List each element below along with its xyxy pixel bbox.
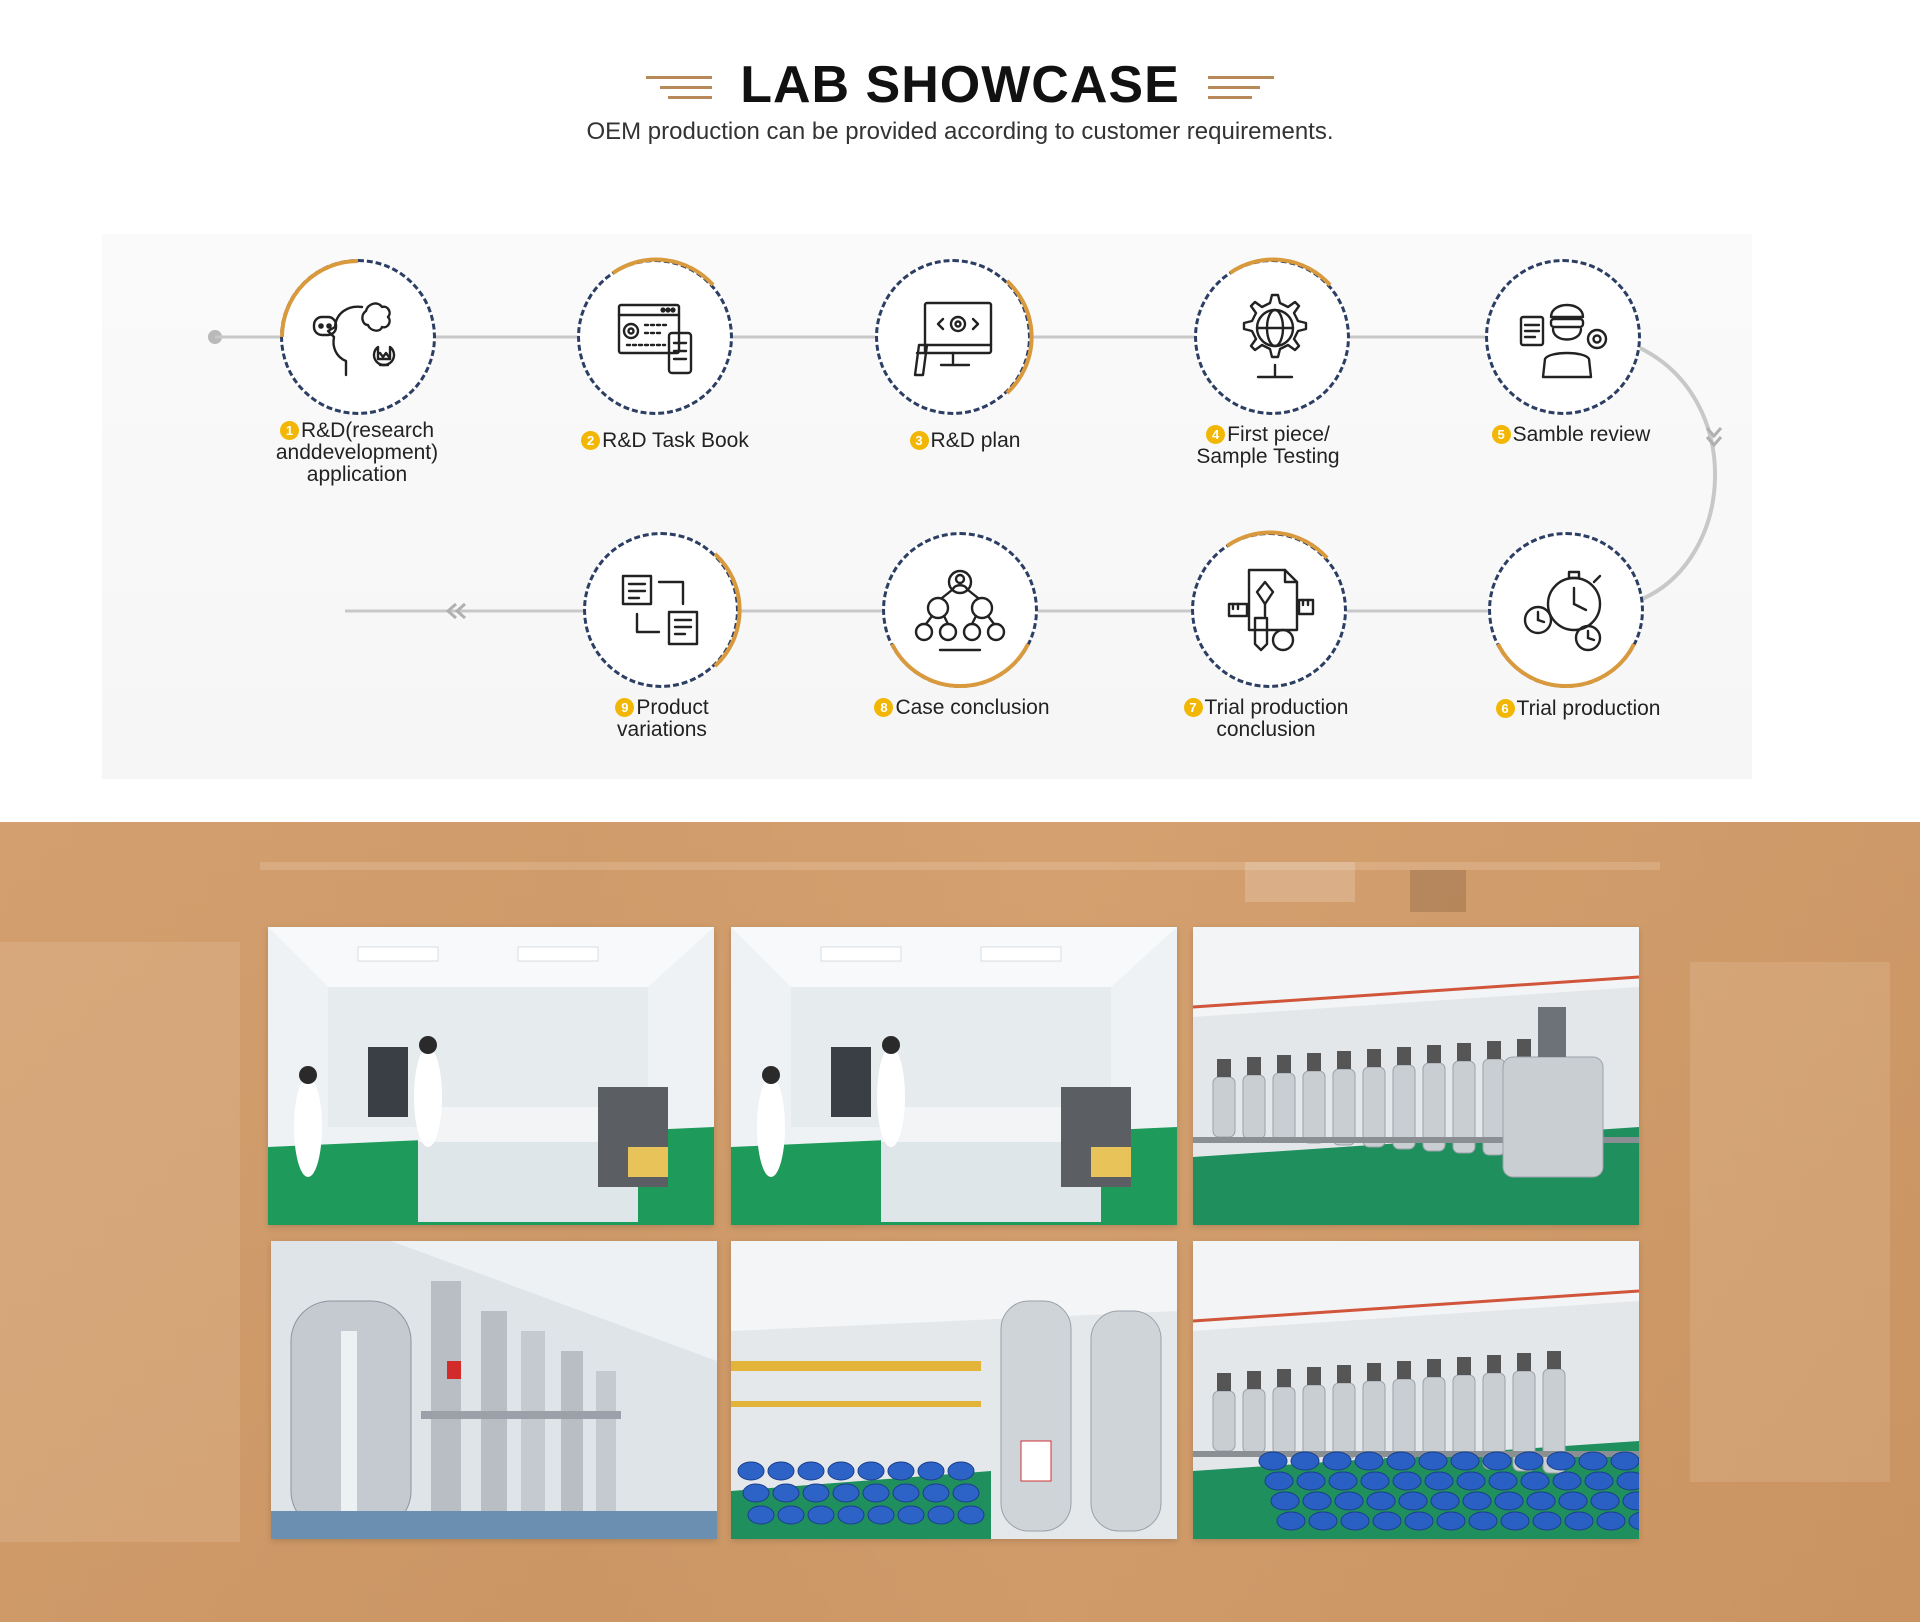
process-step-1 — [280, 259, 436, 415]
section-header: LAB SHOWCASE OEM production can be provi… — [0, 0, 1920, 170]
step-number-badge: 8 — [874, 698, 894, 717]
step-label-line: R&D(research — [300, 419, 435, 442]
step-label-line: R&D Task Book — [602, 429, 749, 452]
step-number-badge: 4 — [1206, 425, 1226, 444]
page-title: LAB SHOWCASE — [740, 56, 1180, 114]
step-label-line: Sample Testing — [1196, 445, 1340, 468]
globe-gear-icon — [1222, 287, 1322, 387]
process-step-2 — [577, 257, 733, 415]
step-label-line: Samble review — [1512, 423, 1651, 446]
dashed-ring — [583, 532, 739, 688]
step-number-badge: 7 — [1183, 698, 1203, 717]
accent-arc — [1496, 643, 1636, 689]
process-step-8 — [882, 532, 1038, 689]
step-label-line: application — [306, 463, 408, 486]
brain-bulb-icon — [308, 287, 408, 387]
step-number-badge: 6 — [1495, 699, 1515, 718]
step-label-line: anddevelopment) — [275, 441, 439, 464]
accent-arc — [1228, 257, 1332, 287]
document-flow-icon — [611, 560, 711, 660]
step-label-line: Case conclusion — [895, 696, 1050, 719]
step-label-line: R&D plan — [930, 429, 1021, 452]
reviewer-icon — [1513, 287, 1613, 387]
task-book-icon — [605, 287, 705, 387]
step-number-badge: 3 — [909, 431, 929, 450]
accent-arc — [280, 259, 359, 338]
process-step-7 — [1191, 530, 1347, 688]
lab-photo-3[interactable] — [1193, 927, 1639, 1225]
lab-photo-2[interactable] — [731, 927, 1177, 1225]
step-number-badge: 2 — [581, 431, 601, 450]
accent-arc — [1225, 530, 1329, 560]
step-number-badge: 9 — [615, 698, 635, 717]
process-step-6 — [1488, 532, 1644, 689]
dashed-ring — [1485, 259, 1641, 415]
step-label-line: First piece/ — [1227, 423, 1330, 446]
step-label-line: conclusion — [1216, 718, 1316, 741]
process-step-9 — [583, 532, 742, 688]
accent-arc — [611, 257, 715, 287]
lab-photo-5[interactable] — [731, 1241, 1177, 1539]
accent-arc — [890, 643, 1030, 689]
lab-photo-1[interactable] — [268, 927, 714, 1225]
step-number-badge: 1 — [279, 421, 299, 440]
title-row: LAB SHOWCASE — [0, 50, 1920, 120]
document-pen-icon — [1219, 560, 1319, 660]
step-label-line: Trial production — [1516, 697, 1661, 720]
lab-photo-6[interactable] — [1193, 1241, 1639, 1539]
team-network-icon — [910, 560, 1010, 660]
design-monitor-icon — [903, 287, 1003, 387]
step-label-line: Trial production — [1204, 696, 1349, 719]
process-step-3 — [875, 259, 1034, 415]
process-step-4 — [1194, 257, 1350, 415]
process-step-5 — [1485, 259, 1641, 415]
step-number-badge: 5 — [1491, 425, 1511, 444]
stopwatch-icon — [1516, 560, 1616, 660]
title-deco-right — [1207, 68, 1274, 102]
title-deco-left — [646, 68, 713, 102]
accent-arc — [713, 552, 742, 668]
dashed-ring — [875, 259, 1031, 415]
step-label-line: Product — [636, 696, 709, 719]
lab-photo-4[interactable] — [271, 1241, 717, 1539]
accent-arc — [1005, 279, 1034, 395]
page-subtitle: OEM production can be provided according… — [586, 118, 1334, 145]
step-label-line: variations — [617, 718, 707, 741]
